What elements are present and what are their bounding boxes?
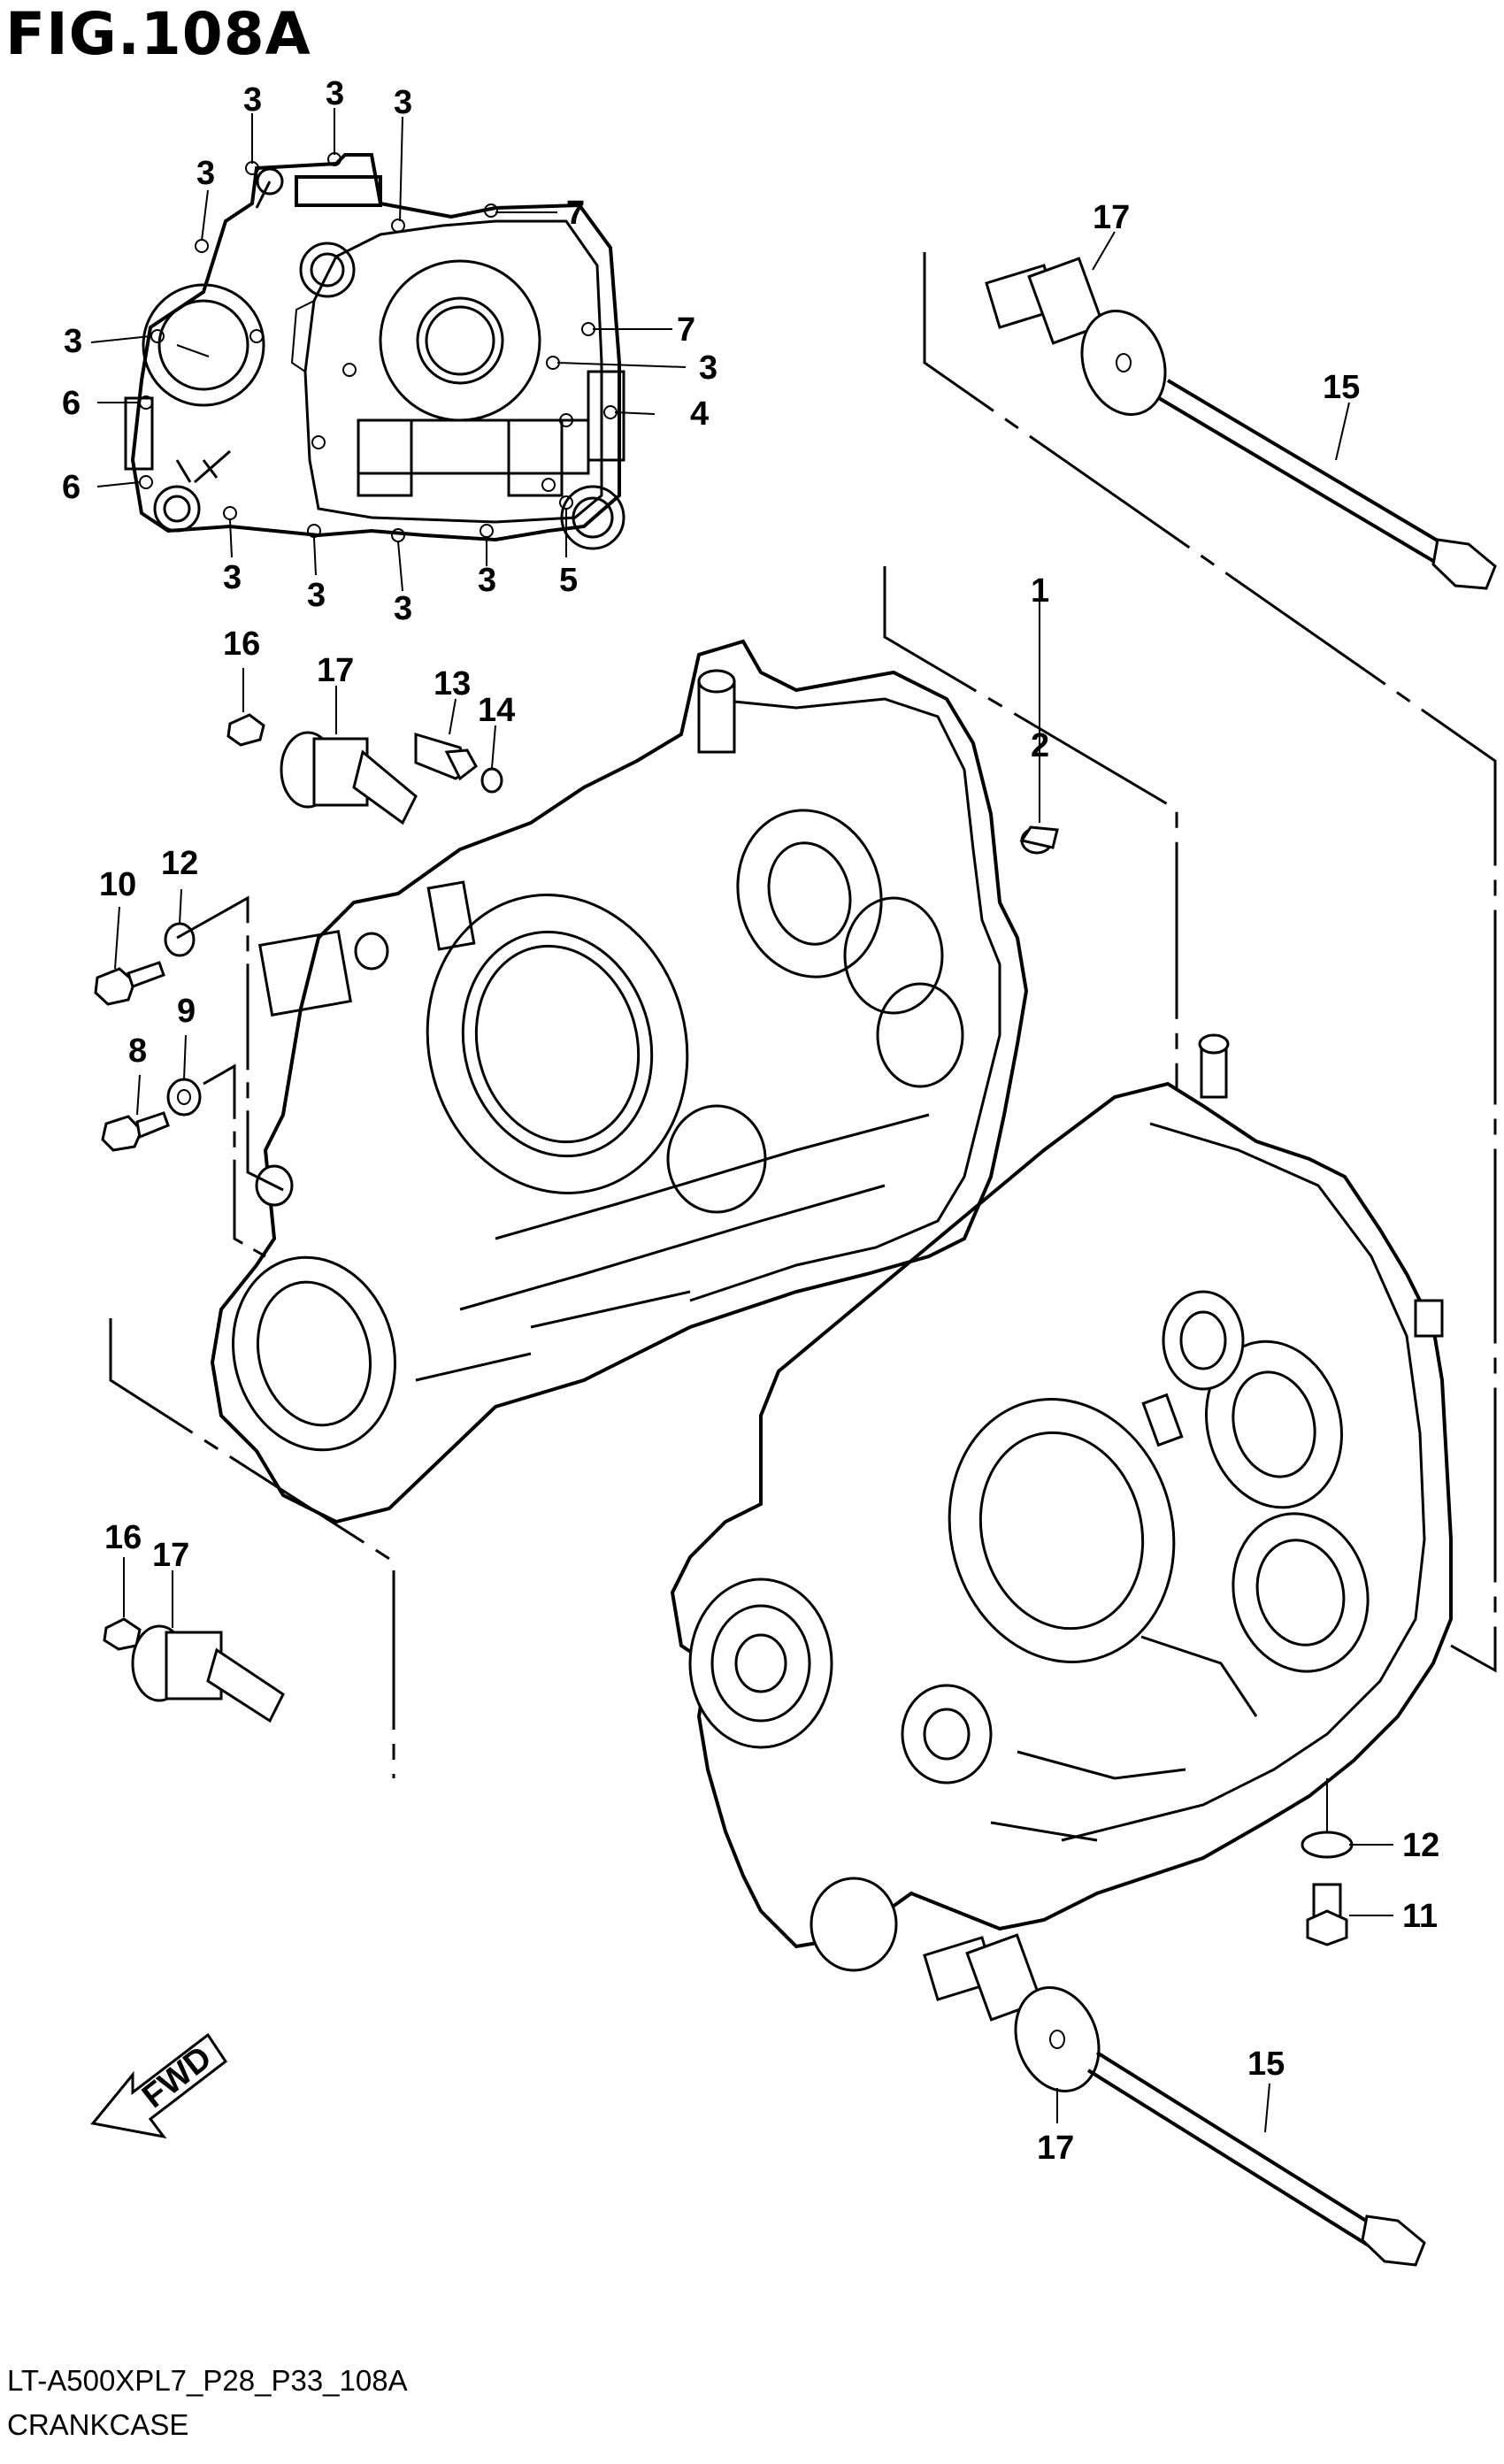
callout-labels: 3 3 3 3 7 3 7 3 6 4 6 3 3 3 3 5 17 15 1 … [62,75,1439,2167]
callout-3: 3 [223,559,242,596]
figure-code: LT-A500XPL7_P28_P33_108A [7,2364,408,2397]
callout-12: 12 [1402,1827,1439,1864]
callout-11: 11 [1402,1898,1438,1935]
bolt-11 [1306,1883,1348,1946]
callout-5: 5 [559,562,578,599]
callout-17: 17 [1093,199,1130,236]
callout-6: 6 [62,385,81,422]
bearing-17-bottom [923,1933,1101,2092]
callout-14: 14 [478,692,515,729]
callout-7: 7 [566,195,585,232]
bearing-17-lower [131,1624,285,1723]
washer-9 [166,1078,202,1117]
figure-name: CRANKCASE [7,2408,189,2441]
crankcase-right-half [670,1033,1453,1972]
callout-16: 16 [223,626,260,663]
callout-3: 3 [307,577,326,614]
callout-6: 6 [62,469,81,506]
callout-10: 10 [99,866,136,903]
washer-12-left [164,922,196,957]
bolt-8 [101,1111,170,1152]
callout-7: 7 [677,311,695,349]
callout-3: 3 [243,81,262,119]
callout-17: 17 [1037,2130,1074,2167]
figure-title: FIG.108A [5,0,311,68]
bolt-16-lower [103,1617,142,1651]
callout-3: 3 [64,323,82,360]
bolt-15-top [1157,379,1497,590]
callout-17: 17 [317,652,354,689]
callout-16: 16 [104,1519,142,1556]
bolt-10 [94,961,165,1006]
callout-1: 1 [1031,572,1049,610]
bolt-15-bottom [1086,2051,1426,2267]
callout-2: 2 [1031,727,1049,764]
inner-view-leaders [90,108,687,592]
callout-12: 12 [161,845,198,882]
o-ring-14 [480,767,503,794]
plug-13 [414,732,478,781]
washer-12-right [1301,1831,1354,1859]
callout-4: 4 [690,395,709,433]
bolt-16-upper [226,713,265,747]
callout-3: 3 [326,75,344,112]
crankcase-inner-view [124,152,625,550]
callout-9: 9 [177,993,196,1030]
callout-13: 13 [434,665,471,702]
callout-15: 15 [1247,2046,1285,2083]
callout-3: 3 [699,349,717,387]
callout-3: 3 [394,84,412,121]
callout-15: 15 [1323,369,1360,406]
callout-3: 3 [478,562,496,599]
callout-17: 17 [152,1537,189,1574]
callout-3: 3 [196,155,215,192]
bearing-17-left [280,731,418,825]
bearing-17-top [985,257,1167,416]
fwd-direction-arrow: FWD [90,2032,228,2139]
callout-8: 8 [128,1032,147,1070]
crankcase-left-half [210,639,1029,1524]
dowel-pin-2 [1019,825,1059,855]
callout-3: 3 [394,590,412,627]
